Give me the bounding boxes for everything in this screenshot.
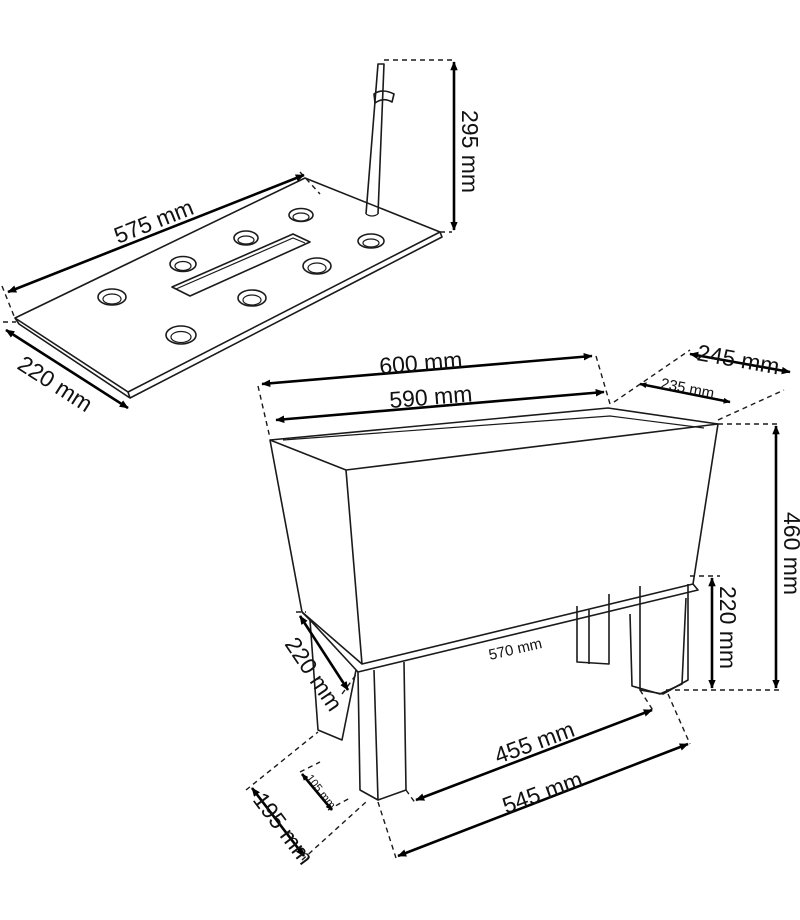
leg-span-inner-label: 455 mm xyxy=(491,716,578,769)
total-height-label: 460 mm xyxy=(779,512,800,595)
leg-span-outer-label: 545 mm xyxy=(499,766,586,819)
leg-height-label: 220 mm xyxy=(715,586,741,669)
foot-depth-label: 195 mm xyxy=(248,787,319,869)
tray-hole xyxy=(233,230,259,246)
inner-depth-label: 235 mm xyxy=(659,375,715,402)
outer-length-label: 600 mm xyxy=(378,346,463,379)
tray-hole xyxy=(302,257,332,275)
tray-hole xyxy=(237,289,267,307)
fill-pipe xyxy=(365,63,395,217)
tray-length-label: 575 mm xyxy=(110,194,197,249)
tray-hole xyxy=(288,207,314,223)
outer-depth-label: 245 mm xyxy=(695,339,781,379)
planter-drawing: 600 mm 590 mm 245 mm 235 mm 460 mm 220 m… xyxy=(245,339,800,869)
tray-hole xyxy=(97,288,127,306)
tray-hole xyxy=(165,325,197,345)
tray-hole xyxy=(169,255,197,273)
tray-hole xyxy=(357,233,385,249)
leg-width-label: 105 mm xyxy=(304,772,338,811)
inner-length-label: 590 mm xyxy=(388,380,473,413)
pipe-height-label: 295 mm xyxy=(457,110,483,193)
